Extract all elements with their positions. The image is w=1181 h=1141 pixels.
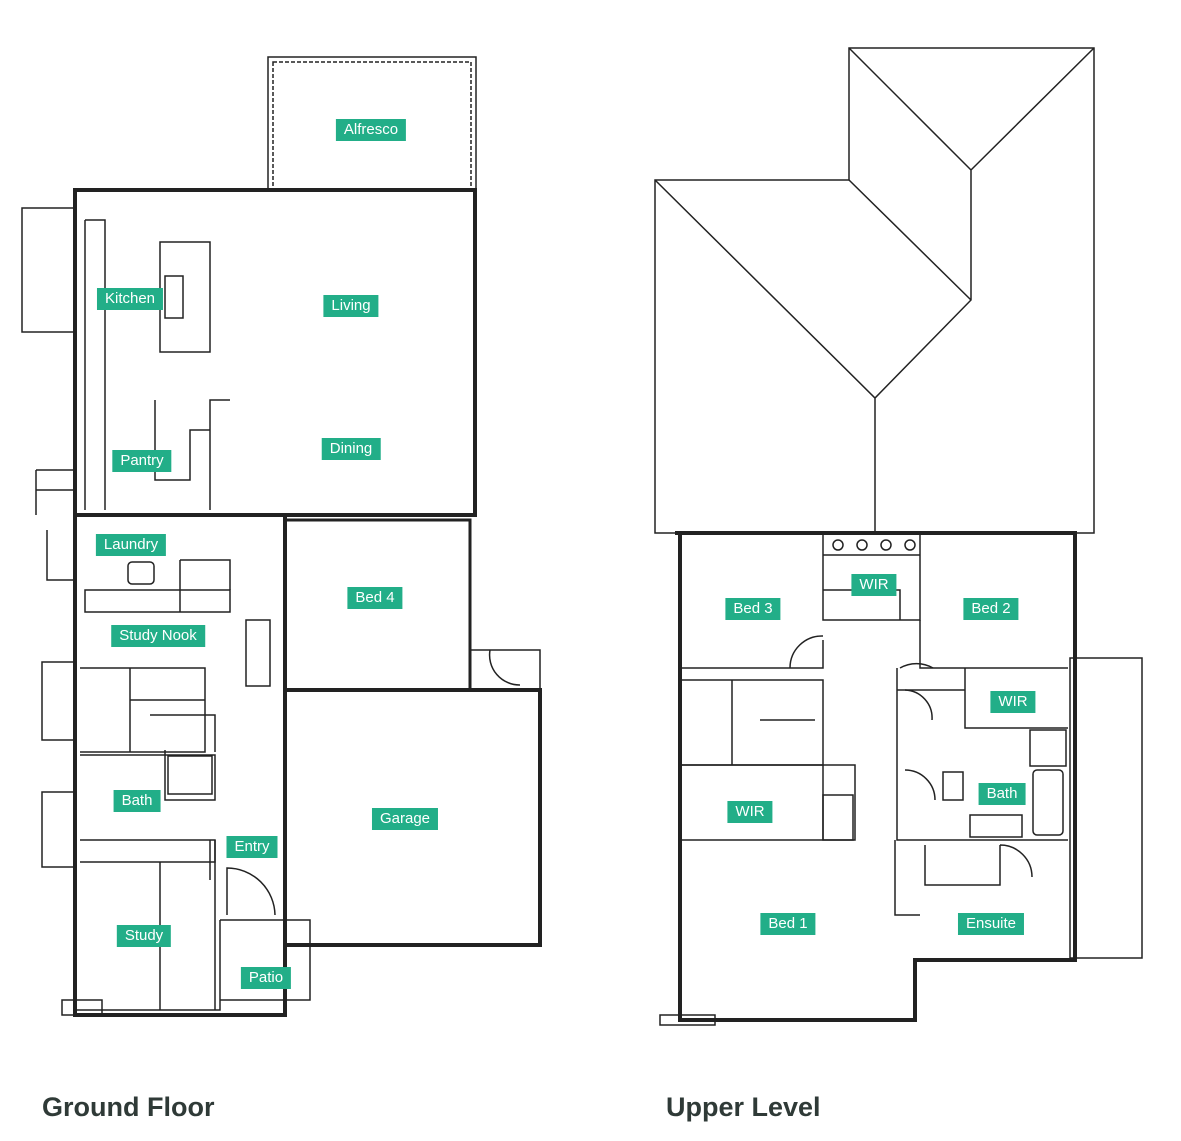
room-label-wir: WIR [851, 574, 897, 596]
room-label-study: Study [116, 925, 172, 947]
room-label-bath: Bath [113, 790, 161, 812]
room-label-kitchen: Kitchen [96, 288, 164, 310]
room-label-bath: Bath [978, 783, 1026, 805]
room-label-entry: Entry [226, 836, 278, 858]
upper-level-walls [659, 531, 1143, 1026]
room-label-pantry: Pantry [112, 450, 172, 472]
room-label-study-nook: Study Nook [111, 625, 205, 647]
room-label-dining: Dining [321, 438, 381, 460]
room-label-wir: WIR [727, 801, 773, 823]
upper-level-roof [654, 47, 1095, 534]
room-label-alfresco: Alfresco [335, 119, 407, 141]
room-label-living: Living [323, 295, 379, 317]
room-label-bed-1: Bed 1 [760, 913, 816, 935]
room-label-wir: WIR [990, 691, 1036, 713]
upper-level-title: Upper Level [666, 1092, 821, 1122]
room-label-bed-4: Bed 4 [347, 587, 403, 609]
room-label-laundry: Laundry [95, 534, 167, 556]
room-label-bed-3: Bed 3 [725, 598, 781, 620]
room-label-patio: Patio [240, 967, 292, 989]
ground-floor-title: Ground Floor [42, 1092, 215, 1122]
room-label-ensuite: Ensuite [957, 913, 1025, 935]
room-label-garage: Garage [371, 808, 439, 830]
room-label-bed-2: Bed 2 [963, 598, 1019, 620]
